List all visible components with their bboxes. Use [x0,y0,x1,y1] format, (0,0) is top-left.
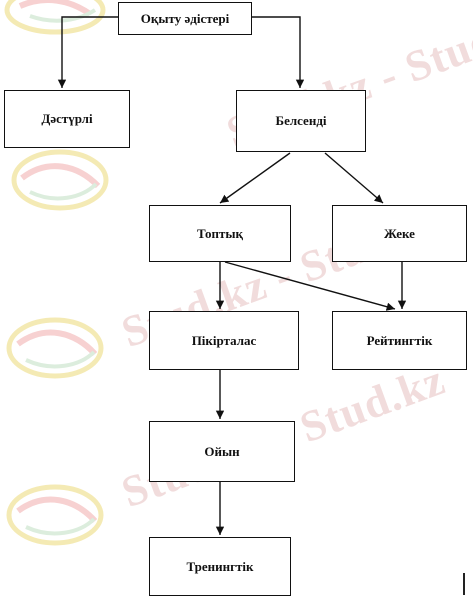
node-training: Тренингтік [149,537,291,596]
edge-active-individual [324,152,384,204]
node-discussion: Пікірталас [149,311,299,370]
node-individual: Жеке [332,205,467,262]
node-discussion-label: Пікірталас [191,332,257,348]
node-individual-label: Жеке [384,225,415,241]
node-active: Белсенді [236,90,366,152]
node-root-label: Оқыту әдістері [140,10,230,26]
edge-active-group [219,152,291,204]
text-cursor-mark [463,573,465,595]
watermark-logo-2 [11,149,109,211]
edge-root-traditional [57,16,118,88]
node-root: Оқыту әдістері [118,2,252,35]
node-traditional: Дәстүрлі [4,90,130,148]
node-group: Топтық [149,205,291,262]
node-rating-label: Рейтингтік [366,332,433,348]
watermark-logo-4 [6,484,104,546]
node-game: Ойын [149,421,295,482]
node-game-label: Ойын [204,443,240,459]
node-rating: Рейтингтік [332,311,467,370]
node-active-label: Белсенді [275,113,327,128]
edge-root-active [252,16,305,88]
edge-group-rating [224,261,396,311]
watermark-logo-1 [4,0,106,35]
watermark-logo-3 [6,317,104,379]
node-group-label: Топтық [196,225,244,241]
node-traditional-label: Дәстүрлі [41,111,93,126]
node-training-label: Тренингтік [186,558,254,574]
